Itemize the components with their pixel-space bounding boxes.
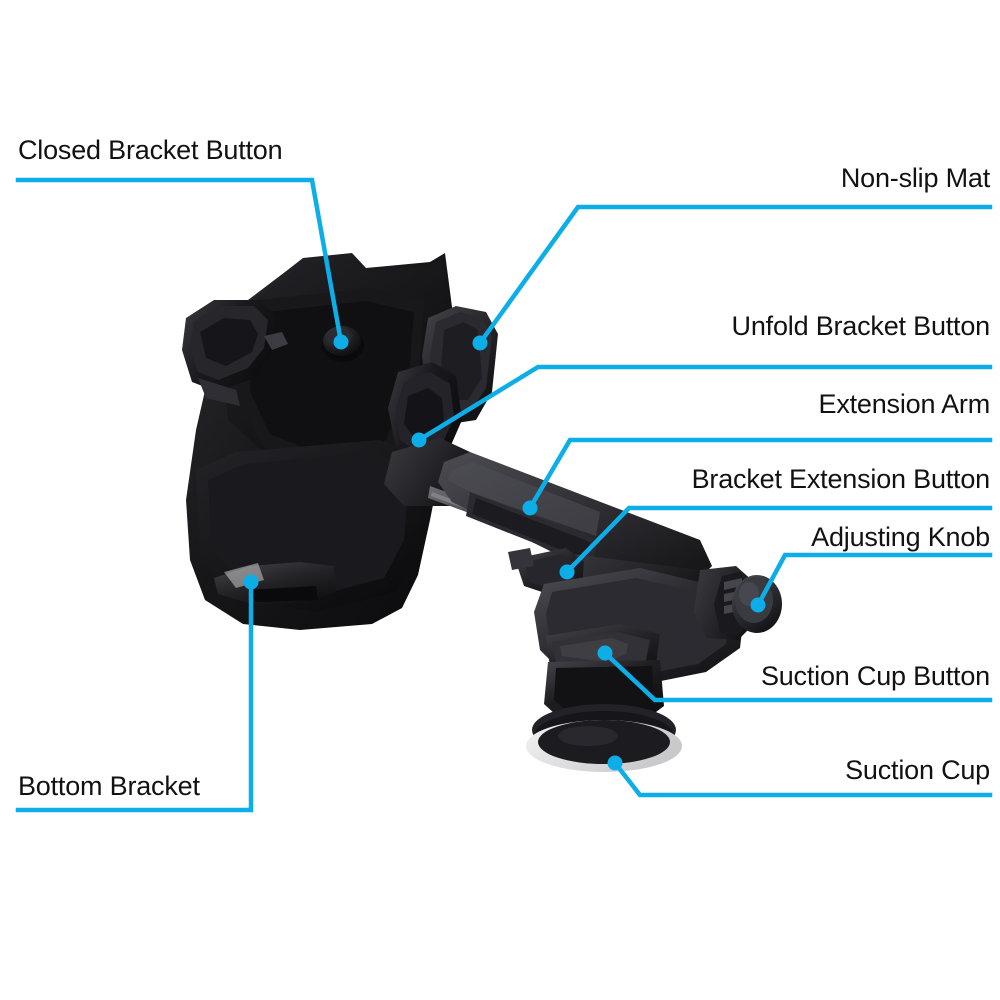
callout-label-extension-arm: Extension Arm [818, 389, 991, 419]
closed-bracket-button-top [327, 328, 351, 346]
bottom-bracket-shadow [248, 586, 318, 602]
callout-label-adjusting-knob: Adjusting Knob [811, 522, 990, 552]
callout-label-bottom-bracket: Bottom Bracket [18, 771, 200, 801]
callout-label-suction-cup-button: Suction Cup Button [760, 661, 990, 691]
bracket-extension-button-tab [508, 548, 534, 570]
left-clamp-arm-foot [198, 378, 240, 406]
callout-label-bracket-extension-button: Bracket Extension Button [691, 464, 991, 494]
suction-cup-rim-inner [538, 720, 670, 764]
callout-label-suction-cup: Suction Cup [845, 755, 990, 785]
suction-cup-gloss [558, 726, 618, 746]
callout-label-closed-bracket-button: Closed Bracket Button [18, 135, 283, 165]
callout-label-non-slip-mat: Non-slip Mat [840, 163, 990, 193]
adjusting-knob-highlight [739, 582, 759, 606]
cradle-lower-inset [208, 452, 410, 596]
extension-arm-highlight [448, 462, 600, 536]
phone-cradle [182, 253, 498, 630]
suction-base-assembly [526, 566, 782, 772]
callout-label-unfold-bracket-button: Unfold Bracket Button [731, 311, 991, 341]
extension-arm-panel-inset [472, 498, 590, 560]
